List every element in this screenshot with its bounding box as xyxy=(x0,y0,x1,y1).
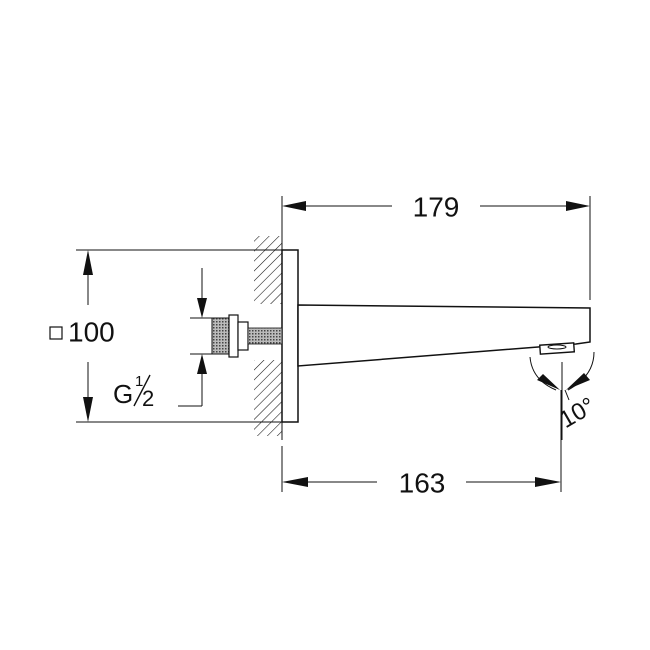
dimension-thread xyxy=(178,268,212,407)
thread-fraction-bar xyxy=(133,374,151,407)
thread-fraction-numerator: 1 xyxy=(135,373,143,390)
dimension-overall-length xyxy=(281,196,591,300)
dimension-179-label: 179 xyxy=(413,191,460,222)
dimension-projection xyxy=(281,390,562,492)
thread-label-g: G xyxy=(113,379,133,409)
rosette-plate xyxy=(281,249,299,423)
dimension-163-label: 163 xyxy=(399,467,446,498)
thread-fraction-denominator: 2 xyxy=(142,386,154,411)
dimension-rosette xyxy=(49,249,282,423)
spout-body xyxy=(297,304,591,367)
wall-hatching xyxy=(254,232,283,440)
aerator xyxy=(539,342,576,355)
dimension-outlet-angle xyxy=(529,351,595,440)
dimension-100-label: 100 xyxy=(68,316,115,347)
connection-fitting xyxy=(211,314,283,358)
